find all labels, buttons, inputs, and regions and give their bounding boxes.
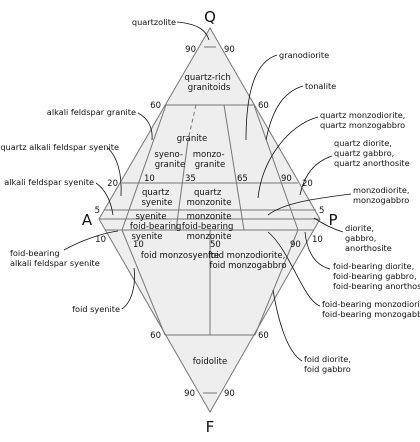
field-granite: granite bbox=[177, 134, 207, 144]
pct-q5-left: 5 bbox=[95, 206, 100, 216]
field-quartz-monzonite: quartz monzonite bbox=[187, 188, 232, 208]
ap90-upper-divider bbox=[253, 104, 299, 231]
qapf-double-triangle bbox=[98, 27, 321, 414]
field-foid-monzosyenite: foid monzosyenite bbox=[141, 251, 219, 261]
pct-ap50: 50 bbox=[210, 240, 221, 250]
leader-foid-bearing-diorite bbox=[304, 231, 331, 270]
leader-foid-bearing-alkali-feldspar-syenite bbox=[63, 230, 119, 251]
annotation-foid-bearing-alkali-feldspar-syenite: foid-bearing alkali feldspar syenite bbox=[10, 248, 100, 268]
field-boundaries bbox=[99, 46, 320, 394]
leader-tonalite bbox=[265, 85, 304, 141]
annotation-foid-bearing-monzodiorite: foid-bearing monzodiorite, foid-bearing … bbox=[322, 299, 420, 319]
pct-ap10-lower: 10 bbox=[133, 240, 144, 250]
annotation-granodiorite: granodiorite bbox=[279, 50, 329, 60]
field-monzonite: monzonite bbox=[187, 212, 232, 222]
vertex-labels: Q A P F bbox=[82, 8, 338, 436]
field-labels: quartz-rich granitoids granite syeno- gr… bbox=[130, 73, 288, 367]
pct-f60-left: 60 bbox=[150, 331, 161, 341]
annotation-quartz-alkali-feldspar-syenite: quartz alkali feldspar syenite bbox=[0, 142, 119, 152]
annotation-quartzolite: quartzolite bbox=[132, 17, 176, 27]
leader-lines bbox=[63, 21, 352, 362]
annotation-tonalite: tonalite bbox=[305, 81, 336, 91]
vertex-q-label: Q bbox=[204, 8, 216, 26]
pct-q90-left: 90 bbox=[185, 45, 196, 55]
annotation-alkali-feldspar-syenite: alkali feldspar syenite bbox=[4, 177, 94, 187]
percent-marks: 90 90 60 60 20 20 5 5 10 10 60 60 90 90 … bbox=[95, 45, 325, 399]
leader-monzodiorite bbox=[267, 193, 352, 216]
pct-ap65: 65 bbox=[237, 174, 248, 184]
vertex-f-label: F bbox=[206, 418, 215, 436]
pct-f90-left: 90 bbox=[184, 389, 195, 399]
qapf-fields bbox=[98, 27, 321, 414]
pct-ap10-upper: 10 bbox=[144, 174, 155, 184]
field-foid-monzodiorite: foid monzodiorite, foid monzogabbro bbox=[208, 251, 288, 271]
pct-q60-right: 60 bbox=[258, 101, 269, 111]
annotation-foid-syenite: foid syenite bbox=[72, 304, 120, 314]
pct-ap35: 35 bbox=[185, 174, 196, 184]
ap10-upper-divider bbox=[121, 104, 167, 231]
pct-q5-right: 5 bbox=[319, 206, 324, 216]
field-syenogranite: syeno- granite bbox=[154, 150, 185, 170]
vertex-a-label: A bbox=[82, 211, 93, 229]
annotation-foid-diorite: foid diorite, foid gabbro bbox=[304, 354, 354, 374]
ap35-dashed-divider bbox=[187, 104, 197, 141]
pct-f10-right: 10 bbox=[312, 235, 323, 245]
ap35-divider bbox=[175, 139, 189, 231]
pct-ap90-lower: 90 bbox=[290, 240, 301, 250]
field-monzogranite: monzo- granite bbox=[193, 150, 227, 170]
leader-foid-syenite bbox=[121, 267, 135, 310]
ap90-lower-divider bbox=[254, 229, 299, 336]
annotation-diorite: diorite, gabbro, anorthosite bbox=[345, 223, 392, 253]
ap10-lower-divider bbox=[121, 229, 166, 336]
vertex-p-label: P bbox=[328, 211, 337, 229]
annotation-alkali-feldspar-granite: alkali feldspar granite bbox=[47, 107, 136, 117]
annotation-foid-bearing-diorite: foid-bearing diorite, foid-bearing gabbr… bbox=[333, 261, 420, 291]
pct-q60-left: 60 bbox=[150, 101, 161, 111]
leader-granodiorite bbox=[245, 54, 278, 141]
pct-ap90-upper: 90 bbox=[281, 174, 292, 184]
field-foidolite: foidolite bbox=[193, 357, 227, 367]
pct-f10-left: 10 bbox=[95, 235, 106, 245]
field-syenite: syenite bbox=[136, 212, 167, 222]
pct-f90-right: 90 bbox=[224, 389, 235, 399]
leader-alkali-feldspar-syenite bbox=[95, 182, 114, 216]
field-quartz-syenite: quartz syenite bbox=[142, 188, 173, 208]
field-quartz-rich-granitoids: quartz-rich granitoids bbox=[185, 73, 234, 93]
pct-q20-left: 20 bbox=[107, 179, 118, 189]
field-foid-bearing-syenite: foid-bearing syenite bbox=[130, 222, 184, 242]
leader-foid-diorite bbox=[272, 289, 303, 362]
annotation-labels: quartzolite granodiorite tonalite alkali… bbox=[0, 17, 420, 374]
leader-alkali-feldspar-granite bbox=[137, 112, 153, 141]
leader-foid-bearing-monzodiorite bbox=[267, 231, 321, 307]
pct-f60-right: 60 bbox=[258, 331, 269, 341]
leader-quartz-monzodiorite bbox=[257, 116, 319, 199]
annotation-quartz-diorite: quartz diorite, quartz gabbro, quartz an… bbox=[334, 138, 410, 168]
annotation-monzodiorite: monzodiorite, monzogabbro bbox=[353, 185, 412, 205]
annotation-quartz-monzodiorite: quartz monzodiorite, quartz monzogabbro bbox=[320, 110, 408, 130]
leader-quartz-diorite bbox=[299, 155, 333, 196]
pct-q90-right: 90 bbox=[224, 45, 235, 55]
ap65-divider bbox=[223, 104, 245, 231]
leader-diorite bbox=[313, 217, 344, 233]
pct-q20-right: 20 bbox=[302, 179, 313, 189]
field-foid-bearing-monzonite: foid-bearing monzonite bbox=[182, 222, 236, 242]
leader-quartz-alkali-feldspar-syenite bbox=[107, 147, 122, 197]
leader-quartzolite bbox=[176, 21, 210, 41]
